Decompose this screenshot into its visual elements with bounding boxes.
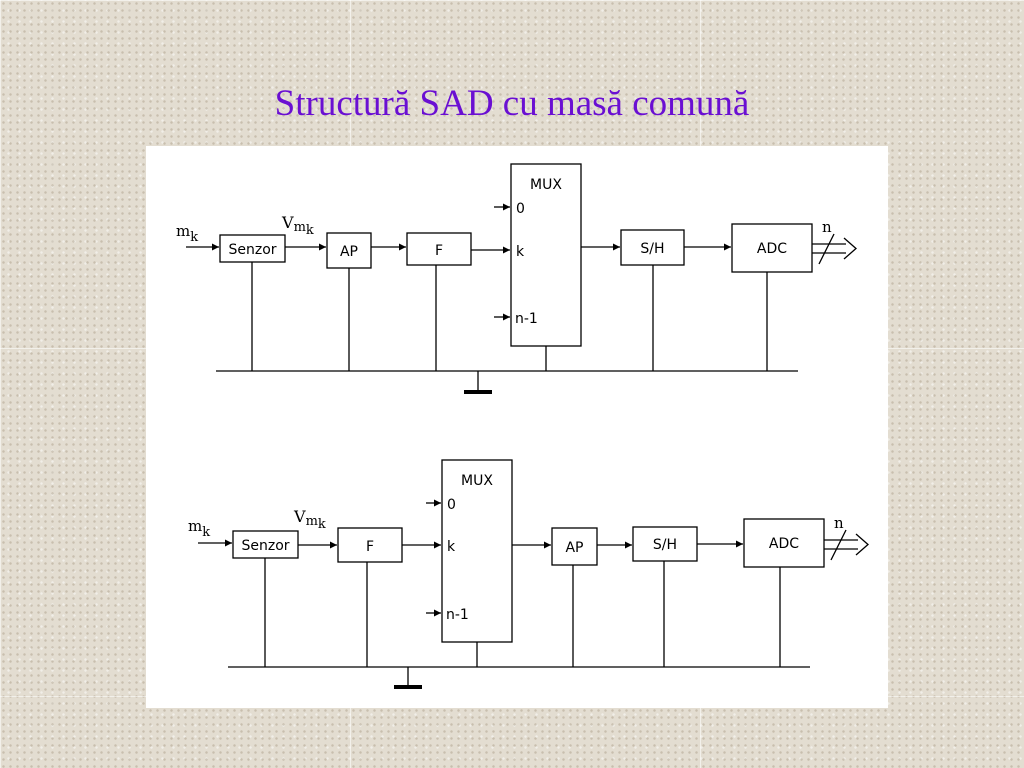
d1-mux-block xyxy=(510,163,582,347)
d2-input-label: mk xyxy=(188,517,210,540)
d1-senzor-label: Senzor xyxy=(228,242,276,258)
d2-f-block xyxy=(337,527,403,563)
d2-mux-input-n1: n-1 xyxy=(446,607,469,623)
d2-output-bus-arrow xyxy=(824,529,869,561)
d2-adc-label: ADC xyxy=(769,536,799,552)
d2-mux-label: MUX xyxy=(461,473,493,489)
d1-mux-input-k: k xyxy=(516,244,525,260)
d1-sh-label: S/H xyxy=(640,241,664,257)
diagram-2: mk Senzor Vmk F MUX 0 k n-1 AP S/H ADC xyxy=(188,459,869,689)
d2-signal-label: Vmk xyxy=(293,507,326,532)
d2-output-label: n xyxy=(834,514,844,532)
slide-title: Structură SAD cu masă comună xyxy=(274,83,750,124)
d2-ap-block xyxy=(551,527,598,566)
d1-output-bus-arrow xyxy=(812,233,857,265)
d1-mux-input-0: 0 xyxy=(516,201,525,217)
d1-adc-label: ADC xyxy=(757,241,787,257)
d2-f-label: F xyxy=(366,539,374,555)
d1-output-label: n xyxy=(822,218,832,236)
diagram-1: mk Senzor Vmk AP F MUX 0 k n-1 S/H ADC xyxy=(176,163,857,394)
d1-sh-block xyxy=(620,229,685,266)
d2-sh-block xyxy=(632,526,698,562)
d2-mux-block xyxy=(441,459,513,643)
d1-ap-block xyxy=(326,232,372,269)
d1-adc-block xyxy=(731,223,813,273)
d2-mux-input-0: 0 xyxy=(447,497,456,513)
d2-ap-label: AP xyxy=(565,540,583,556)
d1-f-block xyxy=(406,232,472,266)
d1-mux-label: MUX xyxy=(530,177,562,193)
d2-senzor-label: Senzor xyxy=(241,538,289,554)
d1-input-label: mk xyxy=(176,222,198,245)
d1-mux-input-n1: n-1 xyxy=(515,311,538,327)
diagram-canvas: mk Senzor Vmk AP F MUX 0 k n-1 S/H ADC xyxy=(176,163,869,689)
d2-mux-input-k: k xyxy=(447,539,456,555)
d1-signal-label: Vmk xyxy=(281,213,314,238)
diagram-panel: mk Senzor Vmk AP F MUX 0 k n-1 S/H ADC xyxy=(146,146,888,708)
d2-adc-block xyxy=(743,518,825,568)
d1-f-label: F xyxy=(435,243,443,259)
d1-ap-label: AP xyxy=(340,244,358,260)
d2-sh-label: S/H xyxy=(653,537,677,553)
